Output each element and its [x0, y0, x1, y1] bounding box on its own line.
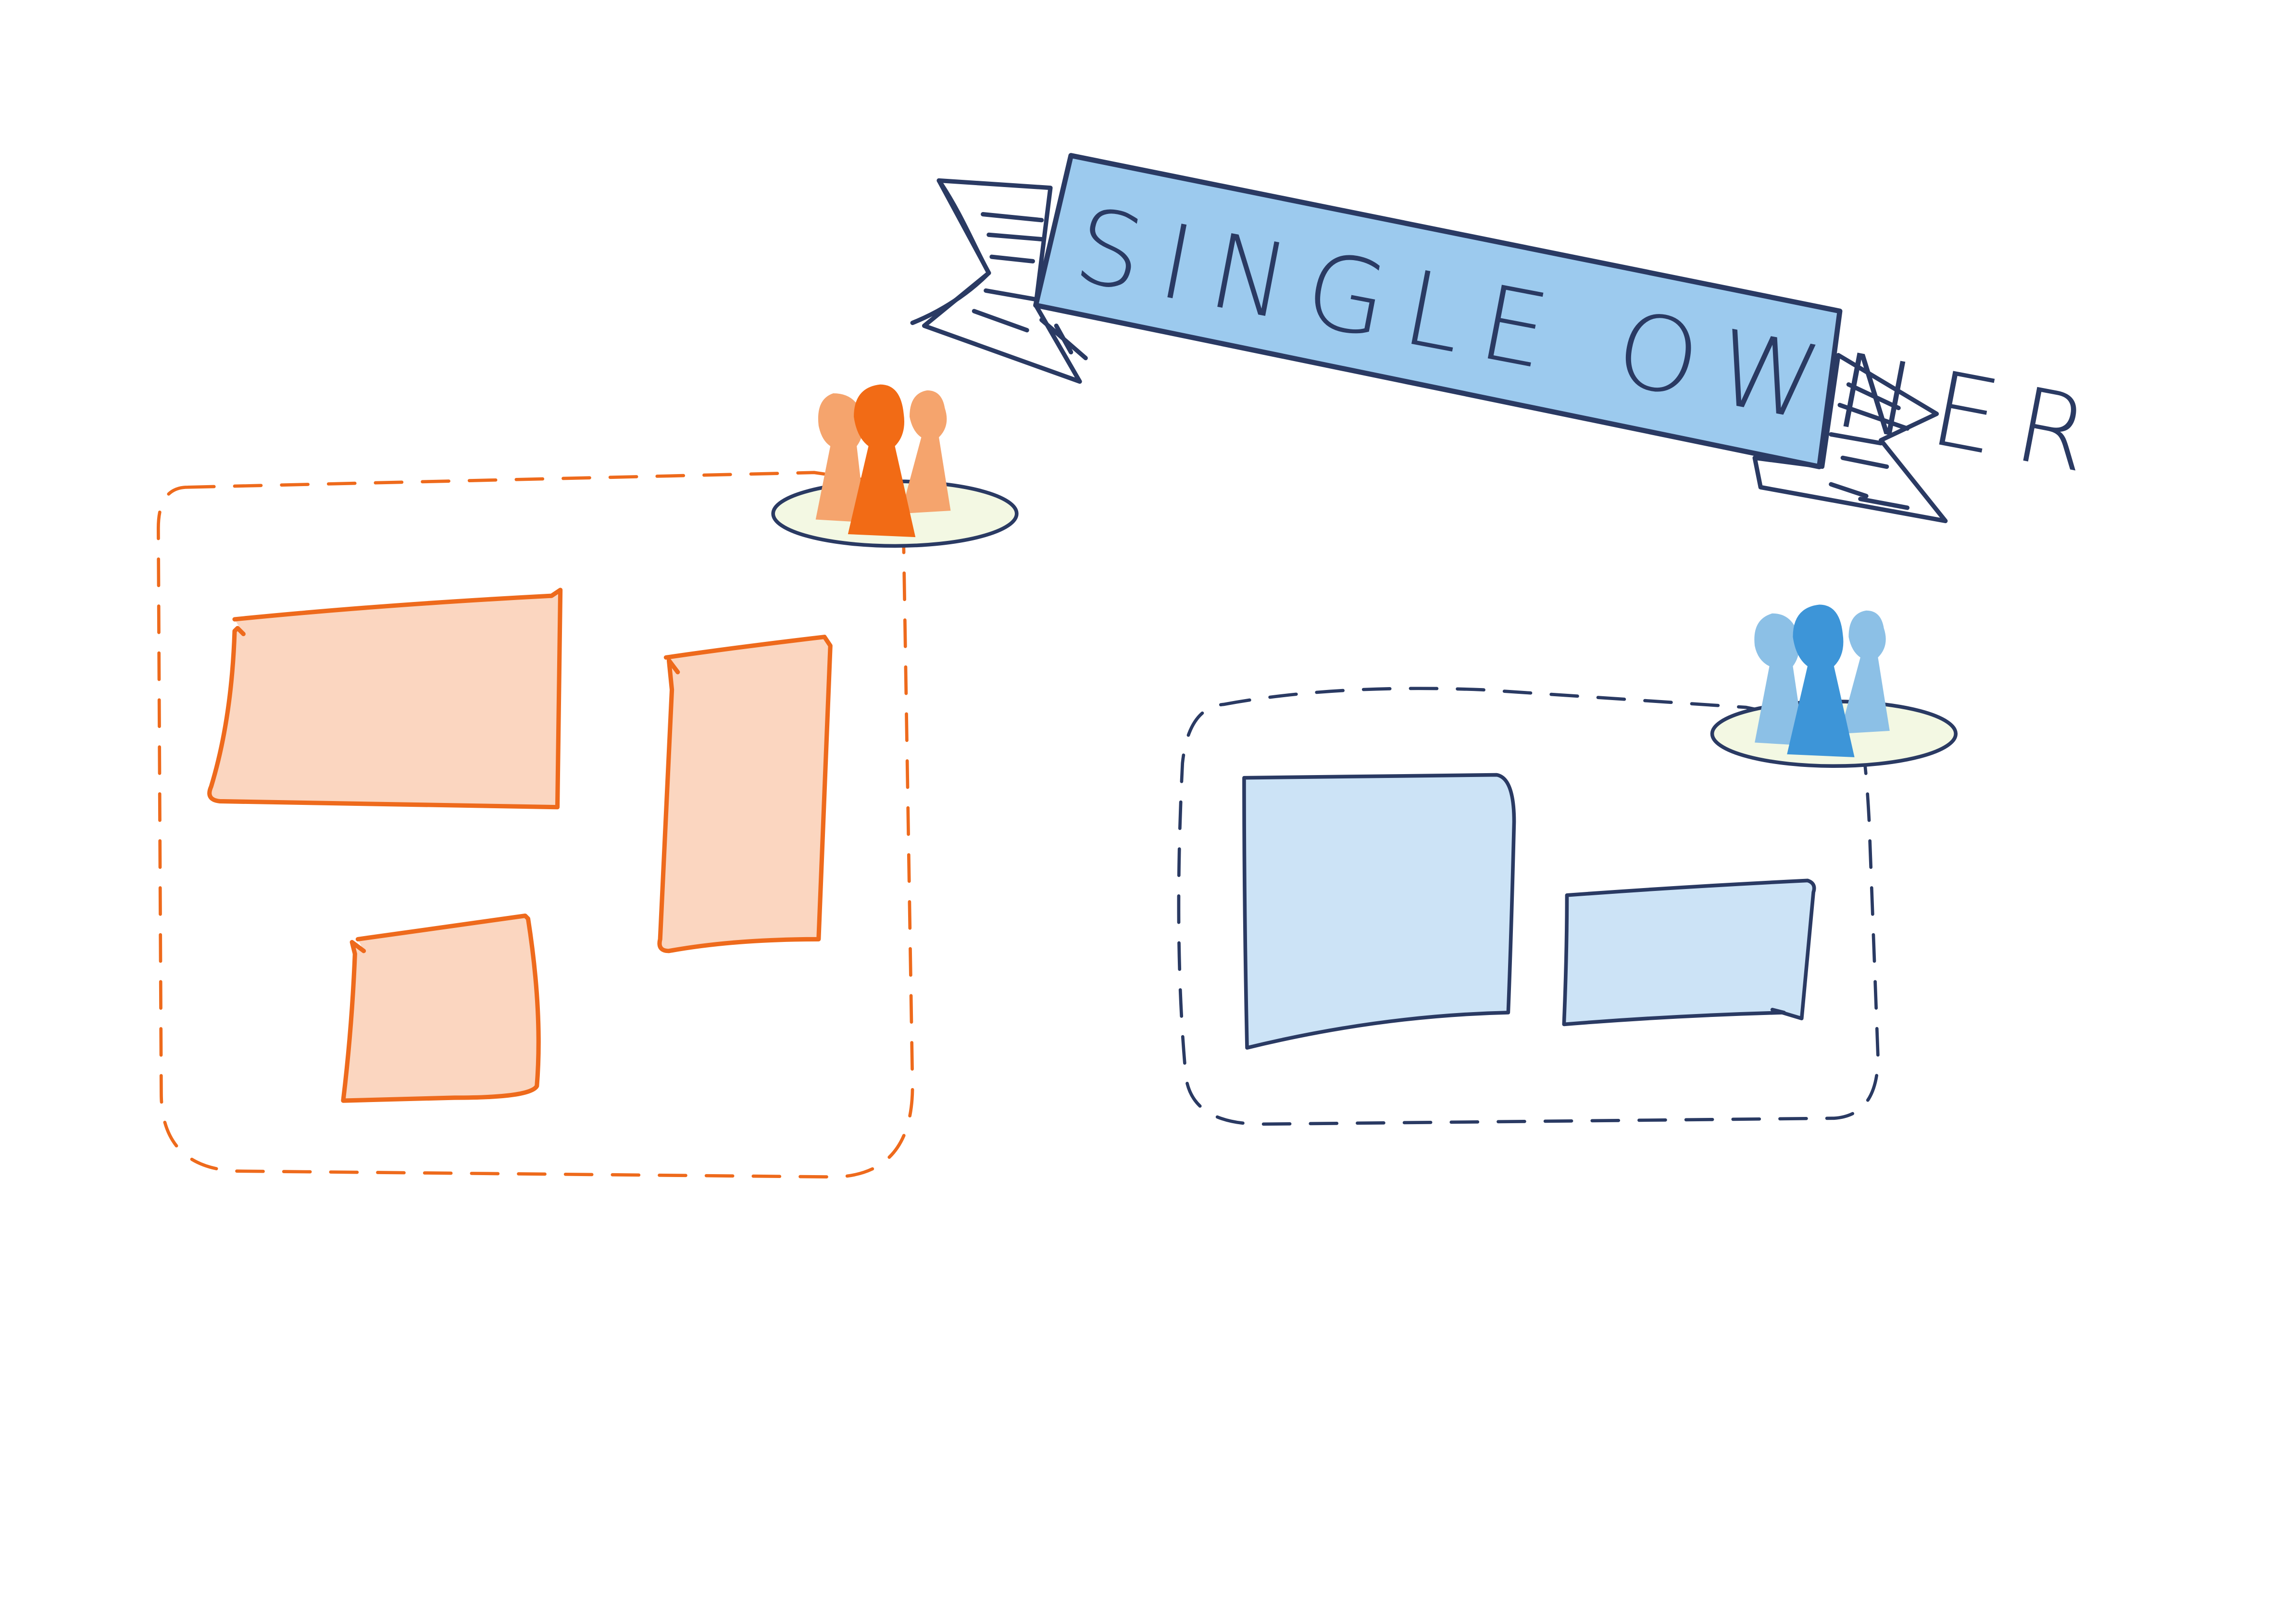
blue-team-icon [1710, 604, 1958, 768]
banner-ribbon [1033, 153, 1843, 469]
single-owner-banner: SINGLE OWNER [910, 153, 2119, 524]
blue-team-group [1177, 604, 1958, 1126]
orange-team-group [156, 384, 1019, 1179]
blue-team-boundary [1177, 687, 1880, 1126]
orange-card-3 [341, 913, 541, 1103]
blue-card-2 [1562, 878, 1816, 1027]
orange-team-icon [771, 384, 1019, 548]
orange-card-1 [207, 588, 563, 810]
banner-left-tail [910, 178, 1088, 384]
blue-card-1 [1242, 773, 1516, 1050]
orange-card-2 [657, 635, 833, 953]
